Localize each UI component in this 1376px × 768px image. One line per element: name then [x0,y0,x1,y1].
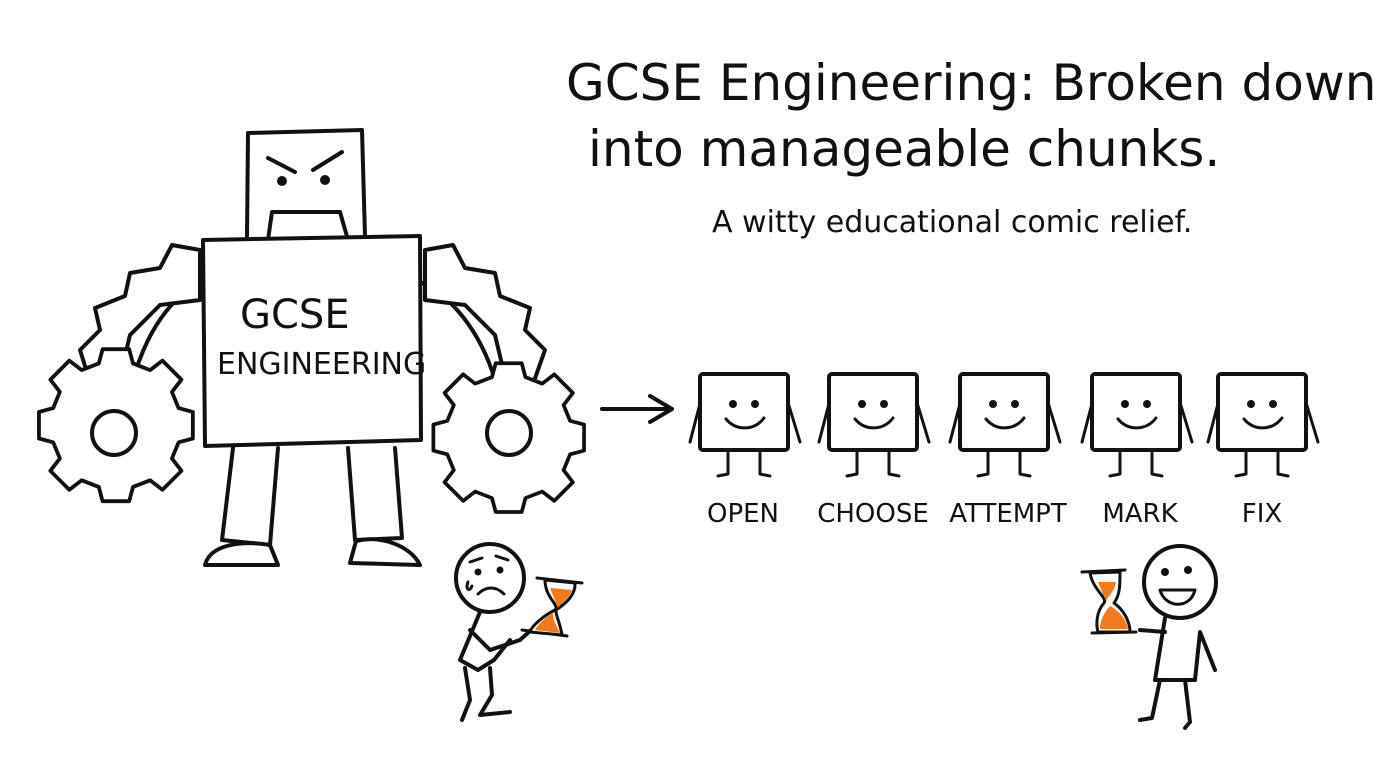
robot-head [245,128,367,242]
step-label-open: OPEN [707,499,779,529]
step-label-mark: MARK [1102,499,1178,529]
step-label-choose: CHOOSE [817,499,929,529]
step-label-attempt: ATTEMPT [949,499,1067,529]
happy-stick-figure [1138,544,1218,730]
gear-icon-left-small [37,347,195,504]
step-label-fix: FIX [1242,499,1282,529]
arrow-right-icon [600,394,674,424]
subtitle: A witty educational comic relief. [712,205,1192,240]
smiley-block-icon [724,400,766,430]
step-blocks: OPEN CHOOSE ATTEMPT MARK FIX [688,372,1320,529]
title-line-1: GCSE Engineering: Broken down [566,54,1376,112]
step-block-mark: MARK [1080,372,1194,529]
gear-icon-right-small [431,361,586,514]
robot-body: GCSE ENGINEERING [201,234,426,448]
smiley-block-icon [1242,400,1284,430]
robot-legs [203,446,422,567]
smiley-block-icon [984,400,1026,430]
worried-stick-figure [454,542,542,722]
smiley-block-icon [853,400,895,430]
robot-label-line-1: GCSE [240,292,350,338]
step-block-open: OPEN [688,372,802,529]
hourglass-icon-left [520,576,584,638]
step-block-fix: FIX [1206,372,1320,529]
hourglass-icon-right [1080,568,1138,635]
step-block-attempt: ATTEMPT [948,372,1067,529]
step-block-choose: CHOOSE [817,372,931,529]
gear-icon-right-large [423,243,547,400]
title-line-2: into manageable chunks. [588,120,1220,178]
smiley-block-icon [1116,400,1158,430]
robot-label-line-2: ENGINEERING [217,347,426,382]
